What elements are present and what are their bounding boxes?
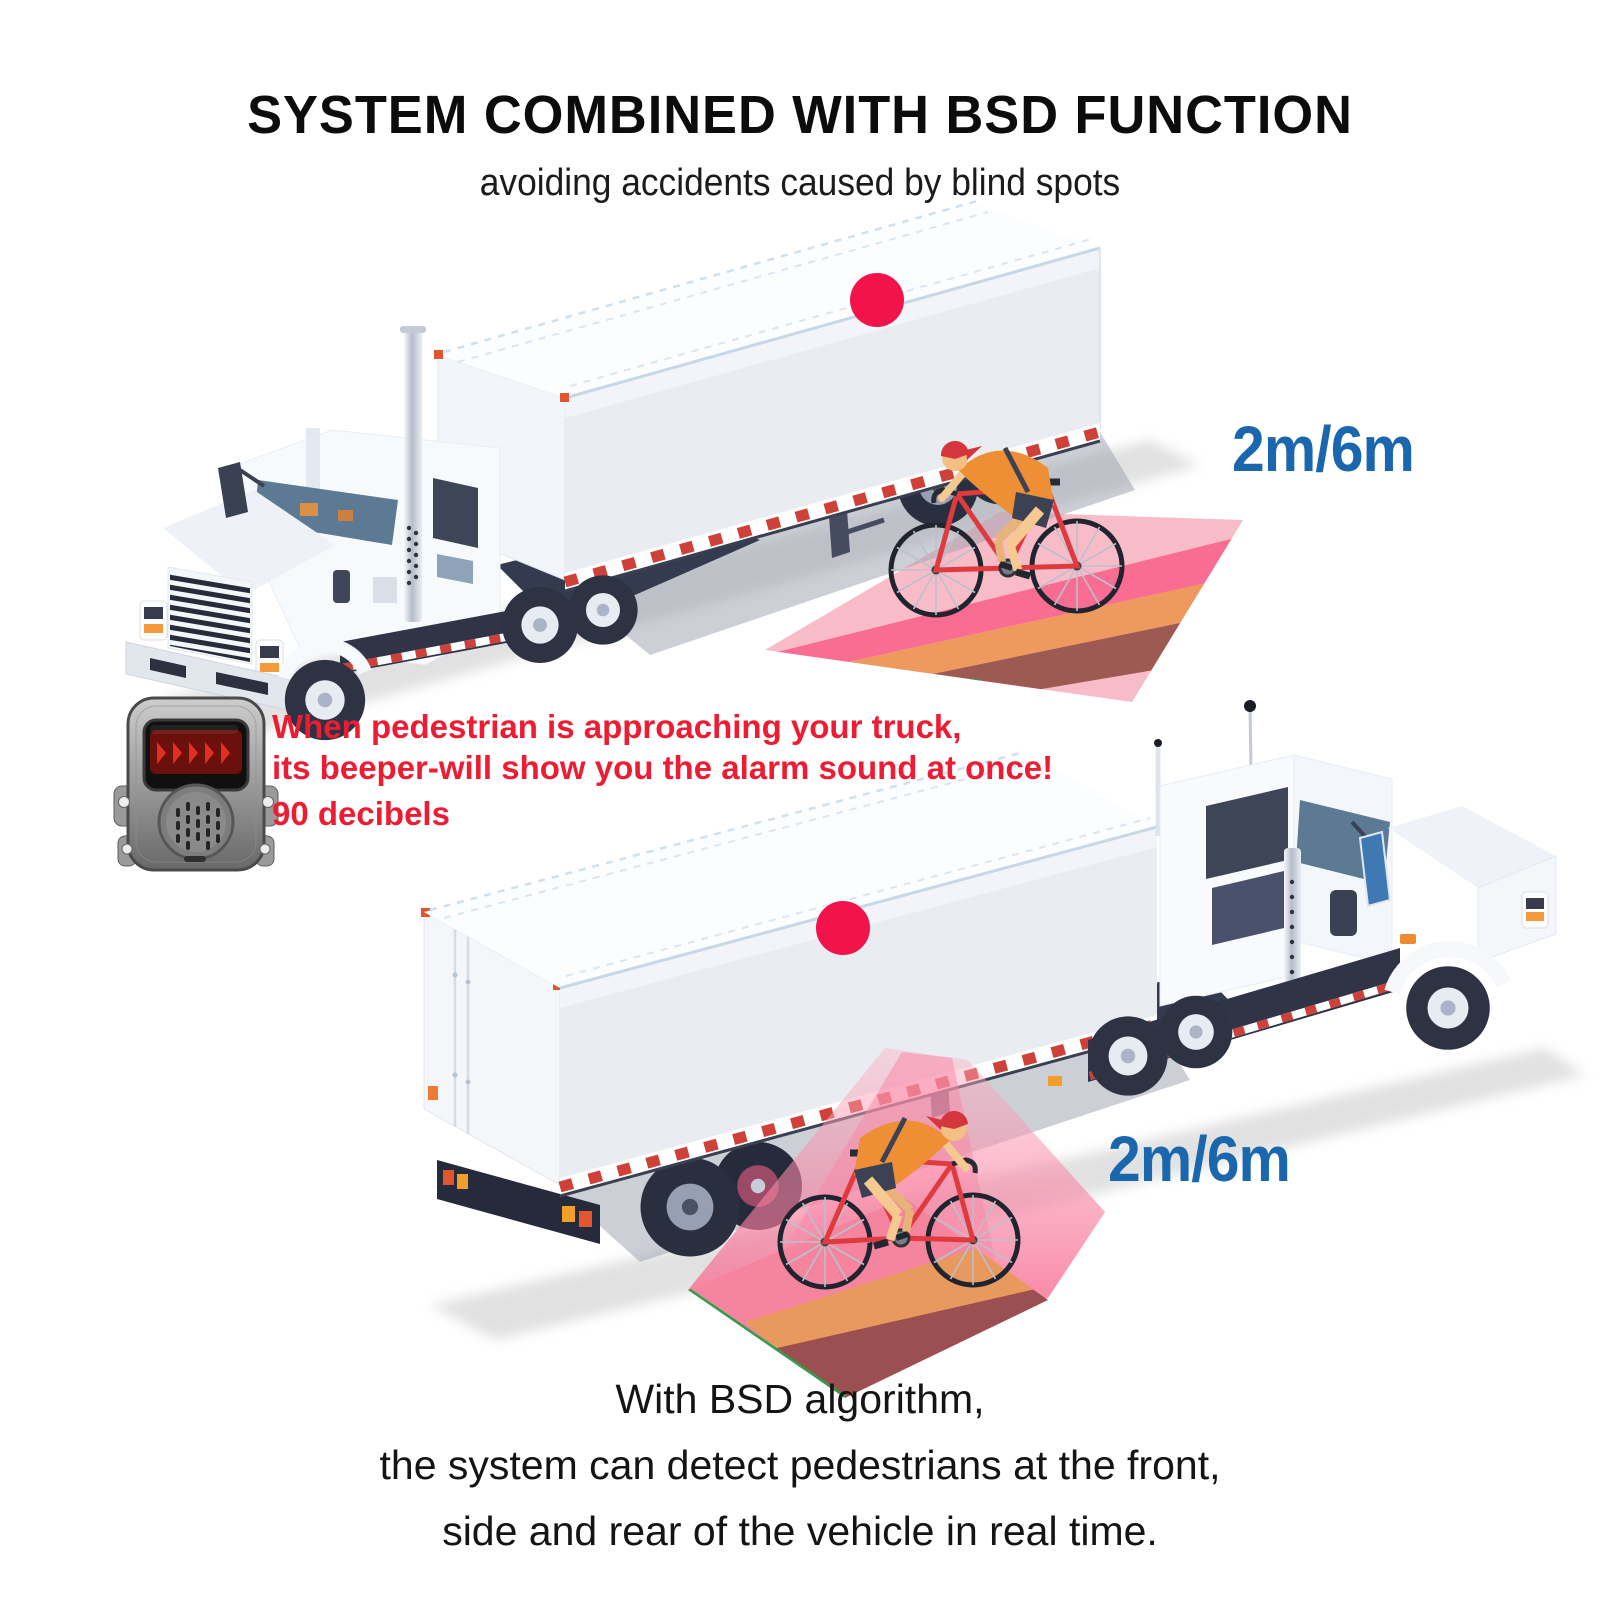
footer-line-2: the system can detect pedestrians at the… [379,1442,1221,1488]
alert-decibels: 90 decibels [272,795,450,832]
cab-top [125,326,638,741]
screw [118,796,274,855]
cyclist-bottom [780,1110,1018,1287]
led-display [142,718,250,792]
headlight [139,600,284,680]
subtitle: avoiding accidents caused by blind spots [479,162,1121,204]
distance-label-top: 2m/6m [1232,413,1415,485]
page-title: SYSTEM COMBINED WITH BSD FUNCTION [247,85,1353,145]
alert-line-1: When pedestrian is approaching your truc… [272,708,962,745]
speaker-icon [157,783,235,862]
footer-text: With BSD algorithm, the system can detec… [0,1366,1600,1564]
cab-bottom [1048,700,1557,1096]
scene-top [125,199,1243,741]
sensor-dot-top [850,273,904,327]
scene-bottom [421,700,1585,1398]
distance-label-bottom: 2m/6m [1108,1123,1291,1195]
footer-line-3: side and rear of the vehicle in real tim… [442,1508,1158,1554]
cyclist-top [891,440,1122,615]
beeper-device-icon [113,696,279,872]
footer-line-1: With BSD algorithm, [615,1376,985,1422]
alert-text: When pedestrian is approaching your truc… [272,706,1053,834]
sensor-dot-bottom [816,901,870,955]
alert-line-2: its beeper-will show you the alarm sound… [272,749,1054,786]
trailer-top [434,199,1102,593]
